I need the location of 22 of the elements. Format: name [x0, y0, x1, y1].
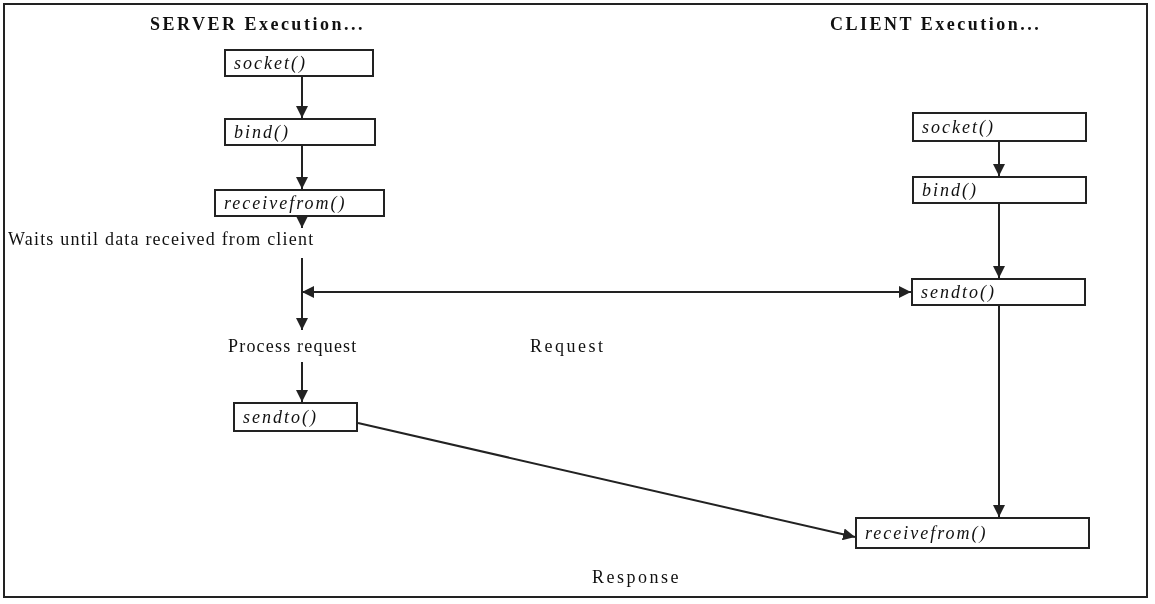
function-box: socket(): [224, 49, 374, 77]
step-text: Waits until data received from client: [8, 228, 428, 250]
arrow: [296, 257, 308, 331]
arrow: [993, 305, 1005, 518]
arrow: [296, 76, 308, 119]
step-text: Process request: [228, 334, 448, 358]
function-box: socket(): [912, 112, 1087, 142]
function-box: bind(): [912, 176, 1087, 204]
arrow: [296, 361, 308, 403]
column-heading: CLIENT Execution...: [830, 14, 1042, 35]
column-heading: SERVER Execution...: [150, 14, 365, 35]
function-box: receivefrom(): [855, 517, 1090, 549]
arrow: [993, 141, 1005, 177]
arrow: [296, 216, 308, 229]
function-box: receivefrom(): [214, 189, 385, 217]
function-box: bind(): [224, 118, 376, 146]
function-box: sendto(): [233, 402, 358, 432]
arrow: [296, 145, 308, 190]
arrow: [357, 422, 856, 541]
arrow: [301, 286, 912, 298]
arrow: [993, 203, 1005, 279]
function-box: sendto(): [911, 278, 1086, 306]
